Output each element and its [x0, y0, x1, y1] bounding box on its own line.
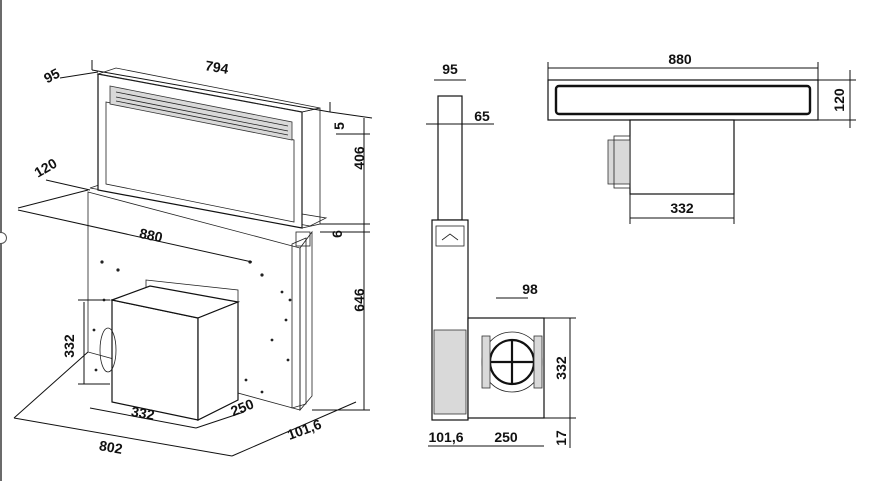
label-880: 880 — [138, 225, 164, 246]
dim-line-880 — [17, 209, 253, 263]
side-view: 95 65 98 332 101,6 250 17 — [426, 61, 576, 448]
dim-line-794 — [91, 69, 331, 113]
top-label-332: 332 — [670, 200, 694, 216]
grille-line-1 — [115, 91, 289, 127]
side-motor-duct — [433, 329, 467, 415]
side-label-95: 95 — [442, 61, 458, 77]
chassis-holes — [92, 260, 292, 394]
top-grille-slot — [554, 84, 812, 116]
label-5: 5 — [331, 122, 347, 130]
side-fan-bracket-left — [481, 335, 491, 389]
side-label-250: 250 — [494, 429, 518, 445]
dim-line-250 — [195, 411, 245, 429]
side-label-65: 65 — [474, 108, 490, 124]
outlet-ring — [99, 327, 117, 373]
side-label-98: 98 — [522, 281, 538, 297]
label-101-6: 101,6 — [285, 416, 324, 443]
grille-line-3 — [115, 100, 289, 136]
side-label-17: 17 — [553, 430, 569, 446]
side-motor-box — [467, 317, 545, 419]
dim-ext-802-left — [13, 351, 89, 419]
label-406: 406 — [351, 146, 367, 170]
side-upper-column — [437, 95, 463, 221]
side-chassis-slot — [435, 225, 465, 247]
label-802: 802 — [98, 437, 124, 457]
dim-line-101-6 — [231, 401, 357, 457]
motor-box-front — [111, 299, 199, 421]
rail-bracket — [295, 231, 311, 247]
dim-line-95 — [59, 71, 99, 79]
label-332-height: 332 — [61, 334, 77, 358]
chassis-side — [299, 230, 313, 412]
grille-line-2 — [115, 96, 289, 132]
side-label-332: 332 — [553, 356, 569, 380]
label-332-width: 332 — [130, 403, 156, 423]
label-646: 646 — [351, 288, 367, 312]
top-outlet-flange — [613, 135, 631, 189]
hood-side-face — [301, 107, 321, 229]
label-120: 120 — [31, 155, 59, 181]
side-fan-bracket-right — [533, 335, 543, 389]
dim-line-120 — [45, 179, 91, 191]
label-95: 95 — [41, 65, 62, 87]
dim-line-332-width — [89, 407, 197, 429]
top-outlet — [607, 139, 631, 185]
isometric-view: 794 95 5 406 120 880 6 646 332 332 250 1… — [13, 57, 373, 457]
dim-ext-880-left — [17, 189, 89, 209]
side-chassis-mark — [441, 233, 459, 241]
dim-line-802 — [13, 417, 233, 457]
chassis-rail — [291, 237, 307, 409]
label-6: 6 — [329, 230, 345, 238]
motor-box-side — [197, 301, 239, 421]
top-view: 880 120 332 — [547, 51, 856, 224]
top-label-120: 120 — [831, 88, 847, 112]
top-label-880: 880 — [668, 51, 692, 67]
top-motor-box — [629, 119, 735, 195]
dim-ext-top-right — [329, 111, 373, 119]
label-794: 794 — [204, 57, 230, 77]
side-label-101-6: 101,6 — [428, 429, 463, 445]
